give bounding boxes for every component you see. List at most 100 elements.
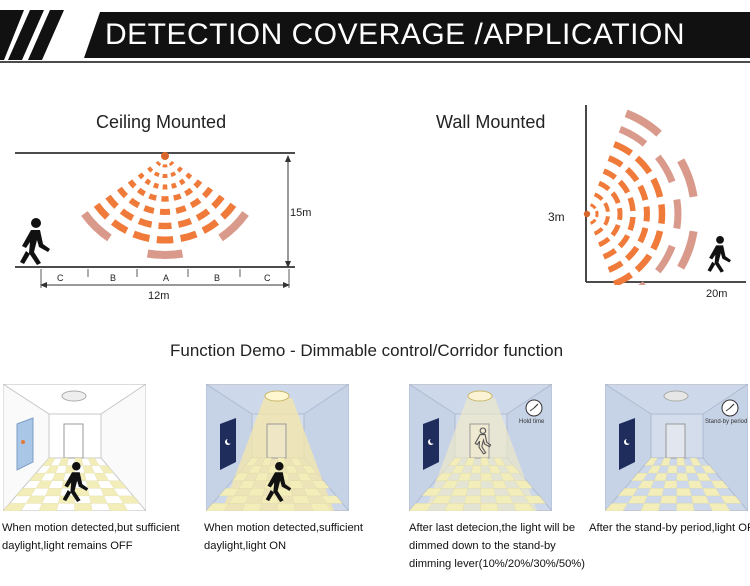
coverage-arc [610, 191, 621, 205]
walking-person-icon [265, 462, 292, 502]
coverage-arc [195, 208, 211, 221]
coverage-arc [146, 249, 184, 259]
coverage-arc [618, 125, 648, 147]
coverage-arc [637, 227, 649, 244]
coverage-arc [220, 202, 237, 220]
coverage-arc [179, 230, 198, 242]
coverage-arc [638, 281, 646, 285]
coverage-arc [602, 168, 617, 180]
wall-mounted-title: Wall Mounted [436, 112, 546, 132]
coverage-arc [607, 260, 624, 273]
stand-by-period-label: Stand-by period [705, 419, 748, 425]
coverage-arc [211, 194, 225, 209]
header-banner [0, 10, 750, 63]
coverage-arc [155, 160, 162, 167]
function-demo-title: Function Demo - Dimmable control/Corrido… [170, 341, 564, 360]
panel-2-caption: When motion detected,sufficient daylight… [204, 519, 363, 555]
caption-line: daylight,light ON [204, 540, 287, 552]
coverage-arc [193, 179, 203, 189]
coverage-arc [116, 186, 129, 199]
coverage-arc [650, 230, 664, 251]
coverage-arc [175, 205, 187, 214]
coverage-arc [673, 198, 682, 230]
coverage-arc [137, 217, 153, 228]
coverage-arc [201, 186, 214, 199]
coverage-arc [177, 217, 193, 228]
ceiling-coverage-diagram [15, 152, 295, 288]
coverage-arc [603, 202, 610, 213]
walking-person-outline-icon [474, 427, 492, 455]
coverage-arc [610, 223, 621, 237]
demo-panel-1 [3, 384, 146, 511]
coverage-arc [612, 272, 634, 285]
caption-line: daylight,light remains OFF [2, 540, 133, 552]
coverage-arc [593, 227, 604, 236]
wall-coverage-diagram [583, 105, 746, 285]
sensor-dot [583, 210, 591, 218]
coverage-arc [189, 197, 202, 209]
coverage-arc [81, 211, 112, 242]
coverage-arc [597, 236, 611, 248]
demo-panel-2 [206, 384, 349, 511]
coverage-arc [170, 182, 178, 189]
coverage-arc [143, 205, 155, 214]
coverage-arc [617, 234, 631, 249]
coverage-arc [617, 179, 631, 194]
coverage-arc [650, 177, 664, 198]
zone-label: A [163, 273, 170, 283]
caption-line: dimming lever(10%/20%/30%/50%) [409, 558, 585, 570]
demo-panel-4: Stand-by period [605, 384, 748, 511]
coverage-arc [634, 253, 653, 273]
coverage-arc [612, 141, 634, 156]
coverage-arc [176, 166, 183, 173]
coverage-arc [597, 180, 611, 192]
coverage-arc [634, 155, 653, 175]
panel-3-caption: After last detecion,the light will be di… [409, 519, 585, 573]
coverage-arc [152, 182, 160, 189]
coverage-arc [218, 211, 249, 242]
coverage-arc [624, 109, 662, 137]
wall-height-label: 3m [548, 210, 565, 224]
coverage-arc [148, 193, 157, 201]
caption-line: After the stand-by period,light OFF [589, 522, 750, 534]
coverage-arc [144, 178, 152, 186]
ceiling-width-label: 12m [148, 290, 170, 302]
coverage-arc [593, 192, 604, 201]
coverage-arc [677, 230, 698, 270]
coverage-arc [658, 203, 666, 225]
coverage-arc [627, 216, 636, 232]
panel-4-caption: After the stand-by period,light OFF [589, 519, 750, 537]
coverage-arc [589, 218, 597, 225]
coverage-arc [170, 171, 177, 178]
coverage-arc [637, 184, 649, 201]
panel-1-caption: When motion detected,but sufficient dayl… [2, 519, 180, 555]
coverage-arc [655, 154, 676, 184]
coverage-arc [624, 245, 640, 261]
hold-time-label: Hold time [519, 419, 545, 425]
demo-panel-3: Hold time [409, 384, 552, 511]
coverage-arc [147, 166, 154, 173]
walking-person-icon [62, 462, 89, 502]
coverage-arc [589, 203, 597, 210]
caption-line: dimmed down to the stand-by [409, 540, 556, 552]
caption-line: After last detecion,the light will be [409, 522, 576, 534]
coverage-arc [185, 172, 193, 180]
coverage-arc [127, 179, 137, 189]
coverage-arc [178, 178, 186, 186]
ceiling-mounted-title: Ceiling Mounted [96, 112, 227, 132]
coverage-arc [119, 208, 135, 221]
page-title: DETECTION COVERAGE /APPLICATION [104, 18, 686, 51]
coverage-arc [627, 196, 636, 212]
coverage-arc [677, 158, 698, 198]
coverage-arc [184, 187, 194, 197]
coverage-arc [607, 155, 624, 168]
coverage-arc [655, 244, 676, 274]
coverage-arc [624, 167, 640, 183]
zone-label: B [214, 273, 221, 283]
zone-label: C [57, 273, 64, 283]
coverage-arc [136, 187, 146, 197]
coverage-arc [128, 197, 141, 209]
coverage-arc [137, 172, 145, 180]
walking-person-icon [20, 218, 50, 265]
coverage-arc [602, 248, 617, 260]
